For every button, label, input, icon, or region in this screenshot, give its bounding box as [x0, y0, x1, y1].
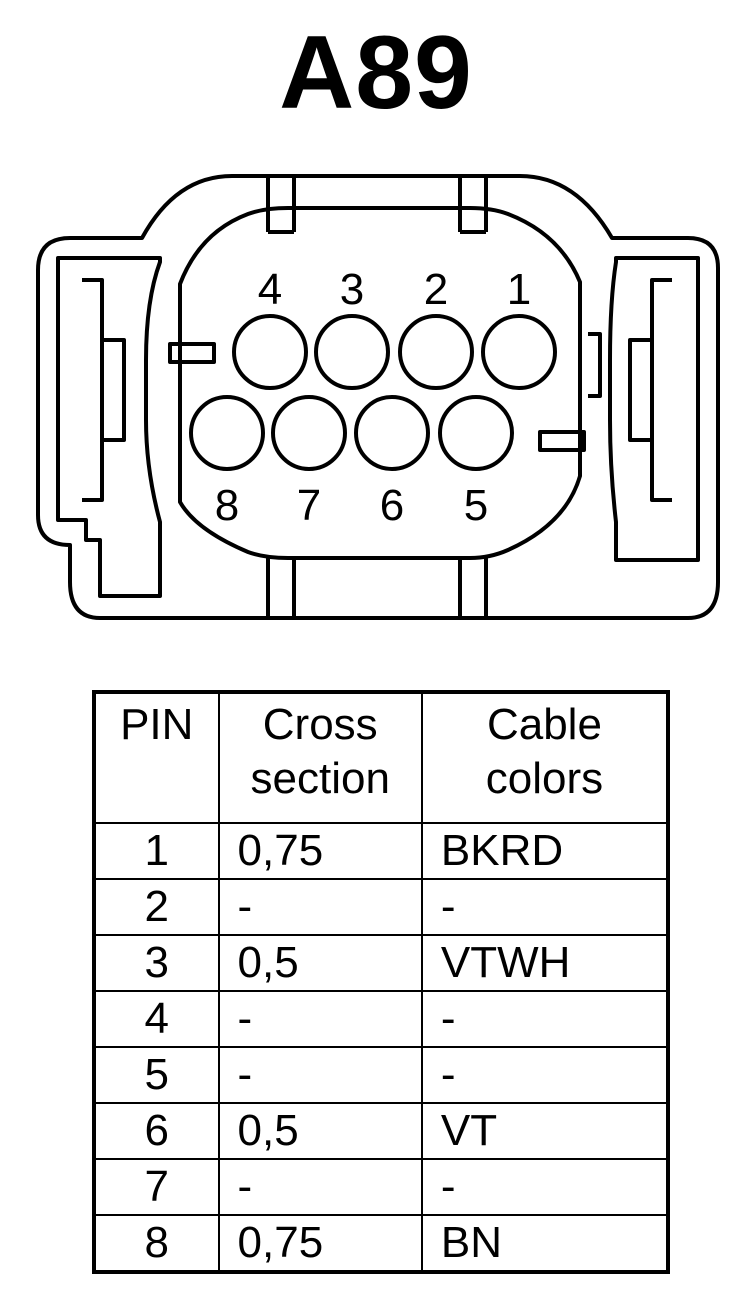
- table-row: 5 - -: [93, 1046, 670, 1104]
- pin-cavity-3: [314, 314, 390, 390]
- cell-cable-color: -: [420, 1158, 670, 1216]
- cell-cross-section: 0,75: [217, 822, 423, 880]
- pin-label-6: 6: [380, 481, 404, 530]
- pin-group: 4 3 2 1 8 7 6 5: [189, 265, 557, 530]
- cell-cross-section: 0,5: [217, 1102, 423, 1160]
- pin-cavity-8: [189, 395, 265, 471]
- cell-pin: 4: [93, 990, 220, 1048]
- pin-cavity-7: [271, 395, 347, 471]
- cell-cross-section: -: [217, 878, 423, 936]
- table-row: 2 - -: [93, 878, 670, 936]
- header-pin: PIN: [93, 691, 220, 824]
- pin-label-3: 3: [340, 265, 364, 314]
- cell-cross-section: -: [217, 1046, 423, 1104]
- cell-cable-color: -: [420, 1046, 670, 1104]
- cell-pin: 8: [93, 1214, 220, 1273]
- table-row: 7 - -: [93, 1158, 670, 1216]
- cell-cable-color: VT: [420, 1102, 670, 1160]
- cell-cable-color: -: [420, 990, 670, 1048]
- pin-cavity-4: [232, 314, 308, 390]
- table-row: 1 0,75 BKRD: [93, 822, 670, 880]
- cell-pin: 2: [93, 878, 220, 936]
- connector-title: A89: [279, 15, 473, 131]
- pin-label-1: 1: [507, 265, 531, 314]
- cell-cable-color: VTWH: [420, 934, 670, 992]
- pin-label-2: 2: [424, 265, 448, 314]
- table-header-row: PIN Cross section Cable colors: [93, 691, 670, 824]
- table-row: 8 0,75 BN: [93, 1214, 670, 1273]
- connector-diagram: 4 3 2 1 8 7 6 5: [36, 174, 720, 620]
- cell-cross-section: -: [217, 1158, 423, 1216]
- table-row: 6 0,5 VT: [93, 1102, 670, 1160]
- pin-label-4: 4: [258, 265, 282, 314]
- cell-cross-section: 0,75: [217, 1214, 423, 1273]
- pin-cavity-2: [398, 314, 474, 390]
- cell-cable-color: BKRD: [420, 822, 670, 880]
- pin-label-7: 7: [297, 481, 321, 530]
- pin-label-8: 8: [215, 481, 239, 530]
- pin-label-5: 5: [464, 481, 488, 530]
- cell-pin: 6: [93, 1102, 220, 1160]
- pin-cavity-6: [354, 395, 430, 471]
- pin-assignment-table: PIN Cross section Cable colors 1 0,75 BK…: [92, 690, 670, 1274]
- cell-cable-color: -: [420, 878, 670, 936]
- header-cable-colors: Cable colors: [420, 691, 670, 824]
- cell-cross-section: -: [217, 990, 423, 1048]
- header-cross-section: Cross section: [217, 691, 423, 824]
- cell-pin: 3: [93, 934, 220, 992]
- cell-cross-section: 0,5: [217, 934, 423, 992]
- cell-pin: 7: [93, 1158, 220, 1216]
- cell-pin: 5: [93, 1046, 220, 1104]
- pin-cavity-5: [438, 395, 514, 471]
- table-row: 4 - -: [93, 990, 670, 1048]
- cell-cable-color: BN: [420, 1214, 670, 1273]
- connector-housing: [36, 174, 720, 620]
- table-row: 3 0,5 VTWH: [93, 934, 670, 992]
- pin-cavity-1: [481, 314, 557, 390]
- cell-pin: 1: [93, 822, 220, 880]
